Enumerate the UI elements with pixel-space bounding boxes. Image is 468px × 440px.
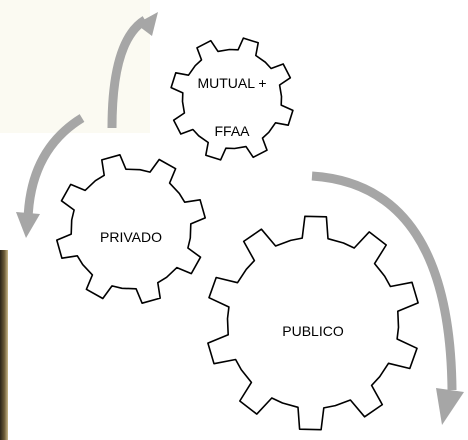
arrow-to-privado-shaft <box>23 114 85 221</box>
arrow-privado-to-mutual-shaft <box>107 16 148 129</box>
gear-label-mutual-line-1: MUTUAL + <box>197 75 267 91</box>
background-panel <box>0 0 150 133</box>
gear-mutual <box>170 37 294 161</box>
gear-publico <box>207 215 419 431</box>
arrow-privado-to-mutual-head <box>136 12 158 36</box>
gear-privado <box>56 154 206 304</box>
arrow-to-publico-head <box>436 388 464 425</box>
gear-label-privado: PRIVADO <box>100 197 162 261</box>
gear-label-mutual-line-2: FFAA <box>214 123 250 139</box>
cycle-arrows <box>16 12 464 425</box>
background-photo-edge <box>0 250 8 440</box>
gears-group <box>56 37 419 431</box>
gear-label-mutual: MUTUAL + FFAA <box>197 43 266 155</box>
arrow-to-privado-head <box>16 212 40 238</box>
gear-label-publico: PUBLICO <box>282 291 343 355</box>
gear-label-publico-line-1: PUBLICO <box>282 323 344 339</box>
gear-label-privado-line-1: PRIVADO <box>100 229 162 245</box>
arrow-to-publico-shaft <box>311 171 457 391</box>
